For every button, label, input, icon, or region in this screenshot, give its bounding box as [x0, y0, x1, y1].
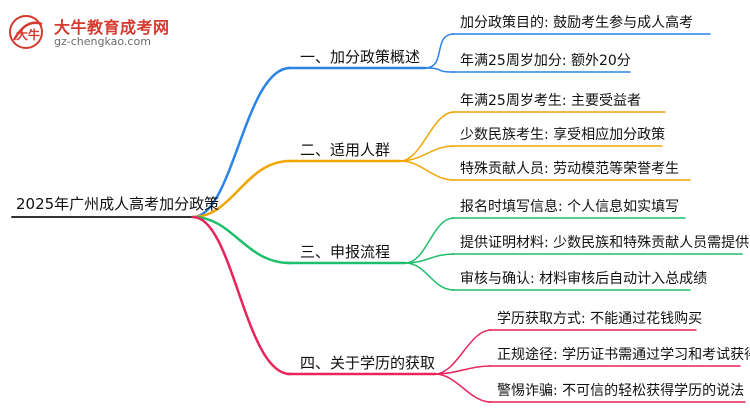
child-connector-3-1 — [404, 217, 455, 264]
subtopic-4-1: 学历获取方式: 不能通过花钱购买 — [497, 311, 703, 327]
logo-mark-icon: 大牛 — [9, 15, 43, 49]
branch-connector-2 — [191, 159, 292, 219]
logo-name: 大牛教育成考网 — [54, 18, 170, 37]
subtopic-3-3: 审核与确认: 材料审核后自动计入总成绩 — [460, 271, 708, 287]
child-connector-1-2 — [424, 67, 455, 73]
subtopic-3-1: 报名时填写信息: 个人信息如实填写 — [460, 199, 680, 215]
child-connector-3-2 — [404, 253, 455, 264]
child-connector-2-1 — [399, 111, 455, 162]
subtopic-4-2: 正规途径: 学历证书需通过学习和考试获得 — [497, 347, 750, 363]
child-connector-4-3 — [434, 373, 492, 403]
child-connector-2-3 — [399, 160, 455, 181]
child-connector-4-2 — [434, 365, 492, 375]
subtopic-2-2: 少数民族考生: 享受相应加分政策 — [460, 127, 666, 143]
subtopic-3-2: 提供证明材料: 少数民族和特殊贡献人员需提供 — [460, 235, 750, 251]
branch-topic-3: 三、申报流程 — [300, 243, 391, 261]
branch-topic-1: 一、加分政策概述 — [300, 48, 421, 66]
child-connector-4-1 — [434, 329, 492, 375]
logo-url: gz-chengkao.com — [54, 35, 151, 48]
child-connector-1-1 — [424, 33, 455, 69]
branch-topic-4: 四、关于学历的获取 — [300, 354, 436, 372]
branch-connector-3 — [191, 215, 292, 265]
branch-topic-2: 二、适用人群 — [300, 141, 391, 159]
root-topic: 2025年广州成人高考加分政策 — [16, 195, 220, 213]
site-logo: 大牛 大牛教育成考网 gz-chengkao.com — [8, 10, 170, 52]
subtopic-4-3: 警惕诈骗: 不可信的轻松获得学历的说法 — [497, 383, 745, 399]
svg-text:大牛: 大牛 — [16, 27, 40, 42]
branch-connector-4 — [191, 215, 292, 376]
subtopic-2-3: 特殊贡献人员: 劳动模范等荣誉考生 — [460, 161, 680, 177]
child-connector-2-2 — [399, 145, 455, 162]
branch-connector-1 — [191, 66, 292, 219]
subtopic-2-1: 年满25周岁考生: 主要受益者 — [460, 93, 641, 109]
child-connector-3-3 — [404, 262, 455, 291]
subtopic-1-1: 加分政策目的: 鼓励考生参与成人高考 — [460, 15, 694, 31]
subtopic-1-2: 年满25周岁加分: 额外20分 — [460, 53, 631, 69]
